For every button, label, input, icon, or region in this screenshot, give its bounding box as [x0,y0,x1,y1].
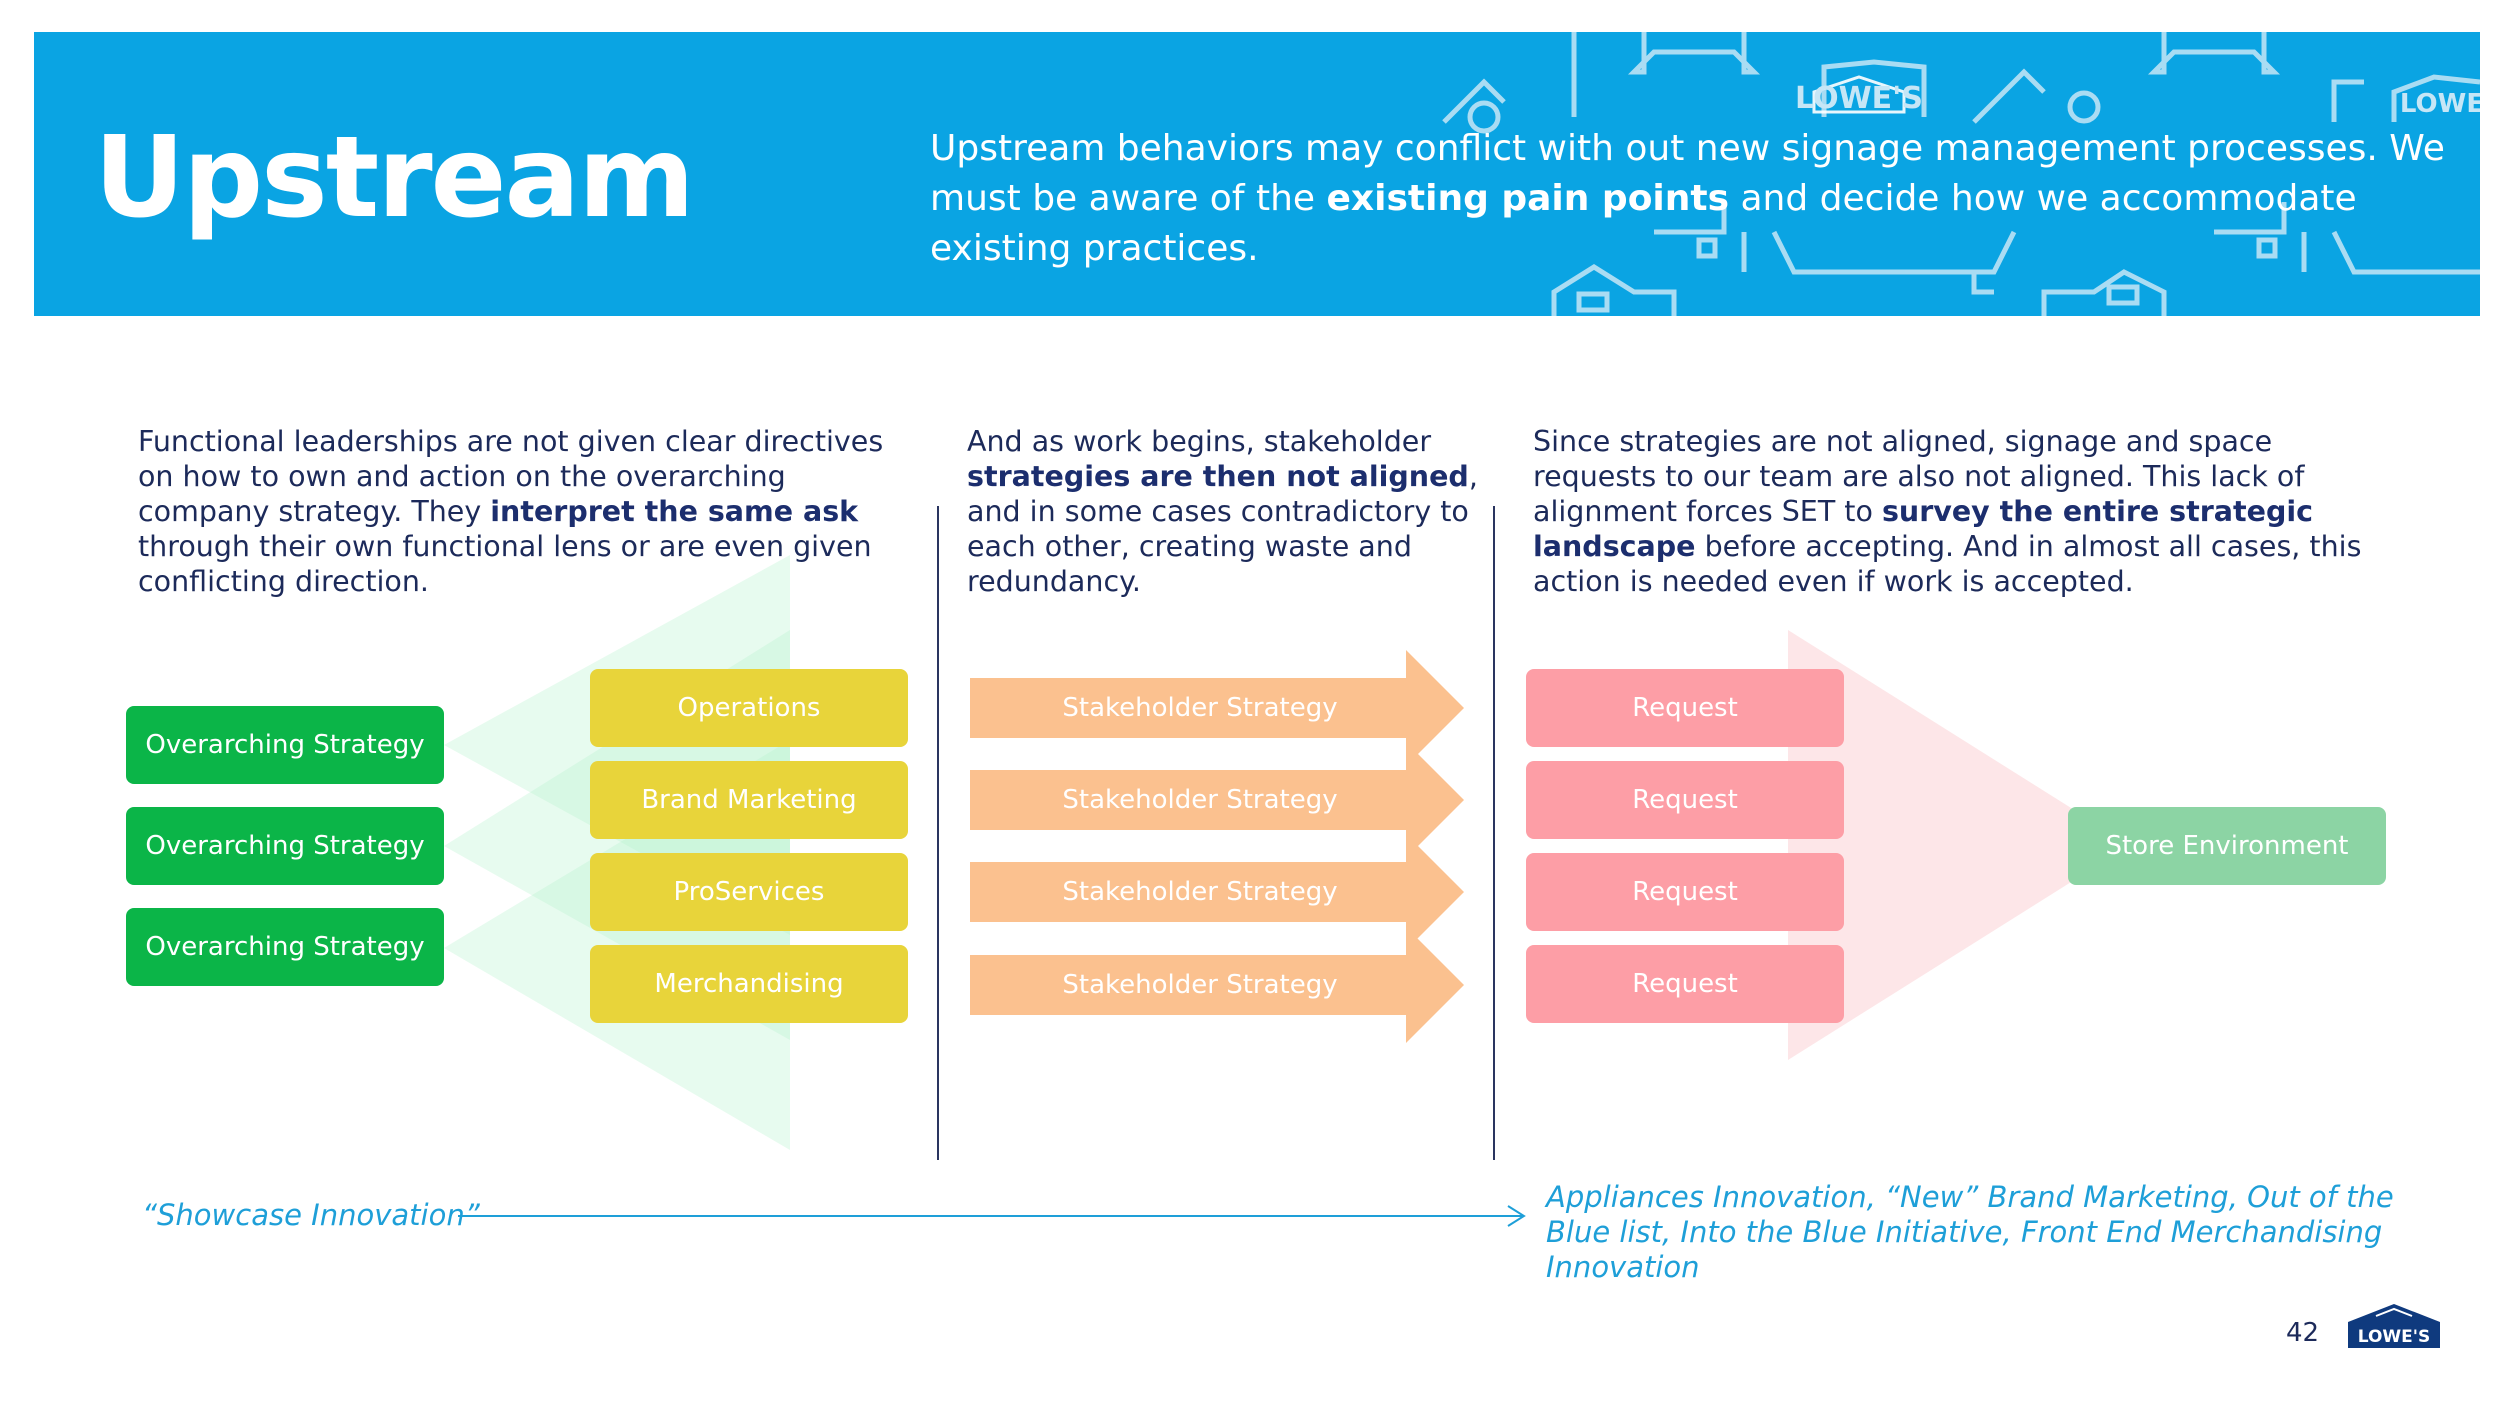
overarching-strategy-box: Overarching Strategy [126,807,444,885]
column-1-description: Functional leaderships are not given cle… [138,424,918,599]
house-pattern-background: LOWE'S LOWE [1442,32,2480,316]
subtitle-bold: existing pain points [1326,178,1730,219]
store-environment-box: Store Environment [2068,807,2386,885]
request-box: Request [1526,761,1844,839]
lowes-logo: LOWE'S [2348,1304,2440,1348]
overarching-strategy-box: Overarching Strategy [126,908,444,986]
column-divider-1 [937,506,939,1160]
column-3-description: Since strategies are not aligned, signag… [1533,424,2403,599]
header-subtitle: Upstream behaviors may conflict with out… [930,124,2460,274]
desc-text: Functional leaderships are not given cle… [138,425,884,528]
column-divider-2 [1493,506,1495,1160]
function-box-merchandising: Merchandising [590,945,908,1023]
timeline-arrowhead [1507,1205,1526,1227]
page-title: Upstream [94,113,695,243]
stakeholder-arrow-4 [970,927,1464,1043]
header-logo-text: LOWE'S [1795,81,1923,116]
desc-text: through their own functional lens or are… [138,530,872,598]
subtitle-text-1: Upstream behaviors may conflict with out… [930,128,2445,219]
showcase-innovation-quote: “Showcase Innovation” [142,1198,480,1232]
function-box-brand-marketing: Brand Marketing [590,761,908,839]
desc-bold: survey the entire strategic landscape [1533,495,2314,563]
column-2-description: And as work begins, stakeholder strategi… [967,424,1487,599]
stakeholder-strategy-label: Stakeholder Strategy [1062,970,1338,1000]
function-box-operations: Operations [590,669,908,747]
desc-bold: strategies are then not aligned [967,460,1469,493]
stakeholder-arrow-3 [970,834,1464,950]
subtitle-text-2: and decide how we accommodate existing p… [930,178,2357,269]
desc-text: , and in some cases contradictory to eac… [967,460,1478,598]
footer-logo-text: LOWE'S [2358,1327,2431,1347]
stakeholder-arrow-2 [970,742,1464,858]
stakeholder-strategy-label: Stakeholder Strategy [1062,693,1338,723]
desc-text: before accepting. And in almost all case… [1533,530,2362,598]
stakeholder-strategy-label: Stakeholder Strategy [1062,877,1338,907]
header-logo-text-partial: LOWE [2400,89,2480,119]
initiatives-list-quote: Appliances Innovation, “New” Brand Marke… [1546,1180,2394,1284]
stakeholder-strategy-label: Stakeholder Strategy [1062,785,1338,815]
header-banner: LOWE'S LOWE Upstream Upstream behaviors … [34,32,2480,316]
page-number: 42 [2286,1318,2320,1348]
function-box-proservices: ProServices [590,853,908,931]
stakeholder-arrow-1 [970,650,1464,766]
request-box: Request [1526,853,1844,931]
desc-bold: interpret the same ask [490,495,859,528]
funnel-triangle [1788,630,2130,1060]
request-box: Request [1526,669,1844,747]
desc-text: Since strategies are not aligned, signag… [1533,425,2305,528]
overarching-strategy-box: Overarching Strategy [126,706,444,784]
desc-text: And as work begins, stakeholder [967,425,1432,458]
request-box: Request [1526,945,1844,1023]
